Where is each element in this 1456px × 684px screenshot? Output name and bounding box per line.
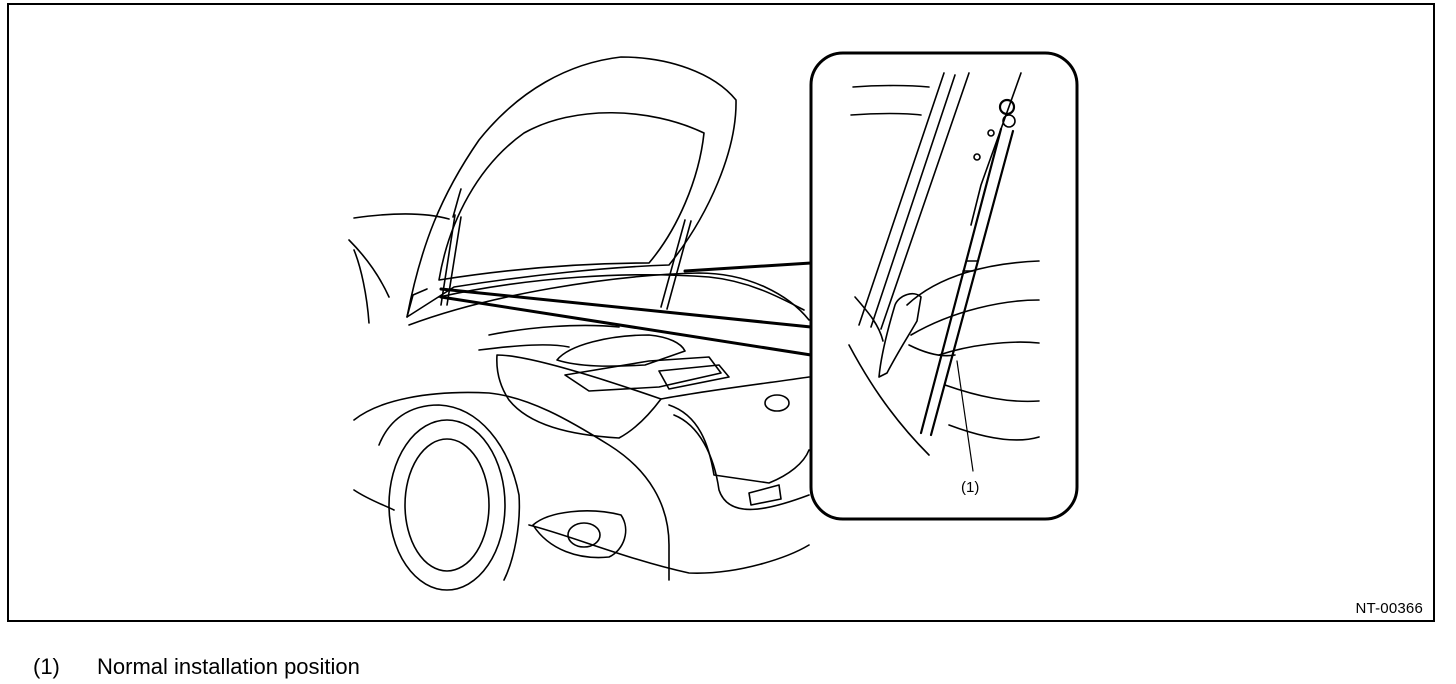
inset-hole (987, 129, 995, 137)
leader-lines (439, 261, 813, 357)
inset-hood-edge (858, 72, 970, 330)
inset-hinge-detail (908, 344, 956, 357)
body-side (353, 489, 395, 511)
figure-id: NT-00366 (1355, 600, 1423, 617)
hood-edge (406, 288, 428, 318)
inset-bay-curve-3 (938, 341, 1040, 356)
right-stay-rod (660, 219, 692, 310)
grille-inner (673, 414, 810, 511)
cowl-line (348, 239, 390, 298)
engine-bay-rim (408, 272, 810, 326)
legend-text: Normal installation position (97, 654, 360, 679)
callout-leader (956, 360, 974, 472)
wheel-arch (378, 404, 521, 581)
engine-cover (556, 334, 686, 367)
inset-bay-curve-2 (910, 299, 1040, 336)
car-drawing (348, 56, 810, 591)
engine-cover-lower (564, 356, 722, 392)
fender-line (353, 391, 670, 581)
grille-outline (668, 404, 810, 484)
left-hinge (452, 188, 462, 218)
stay-rod-ball (1002, 114, 1016, 128)
hood-inner (438, 111, 705, 281)
inset-bay-curve-5 (948, 424, 1040, 441)
inset-hood-top (852, 84, 930, 88)
fog-light-housing (532, 510, 627, 559)
legend-item: (1) Normal installation position (33, 654, 360, 680)
fog-light (567, 522, 601, 548)
headlight (496, 354, 662, 439)
inset-frame (809, 51, 1079, 521)
inset-hinge-bracket (878, 293, 922, 378)
a-pillar (353, 249, 370, 324)
windshield-line (353, 213, 450, 220)
front-lower (528, 524, 810, 574)
stay-rod-top-end (998, 98, 1016, 116)
detail-inset: (1) (809, 51, 1079, 521)
inset-panel (970, 72, 1022, 226)
inset-bay-curve-4 (944, 384, 1040, 403)
callout-label: (1) (961, 479, 979, 496)
engine-tube-2 (478, 344, 570, 351)
tire-inner (404, 438, 490, 572)
inset-body-line (848, 344, 930, 456)
inset-hood-top-2 (850, 112, 922, 116)
hood-stay-illustration: (1) (348, 51, 1079, 591)
hood-outer (406, 56, 737, 318)
front-bumper-top (660, 376, 810, 400)
inset-body-line-2 (854, 296, 884, 342)
lower-vent (748, 484, 782, 506)
engine-tube (488, 324, 620, 336)
engine-bay-rim-inner (438, 273, 805, 311)
engine-part (658, 364, 730, 390)
tire-outer (388, 419, 506, 591)
emblem (764, 394, 790, 412)
inset-hole-2 (973, 153, 981, 161)
figure-frame: (1) NT-00366 (7, 3, 1435, 622)
legend-number: (1) (33, 654, 60, 679)
